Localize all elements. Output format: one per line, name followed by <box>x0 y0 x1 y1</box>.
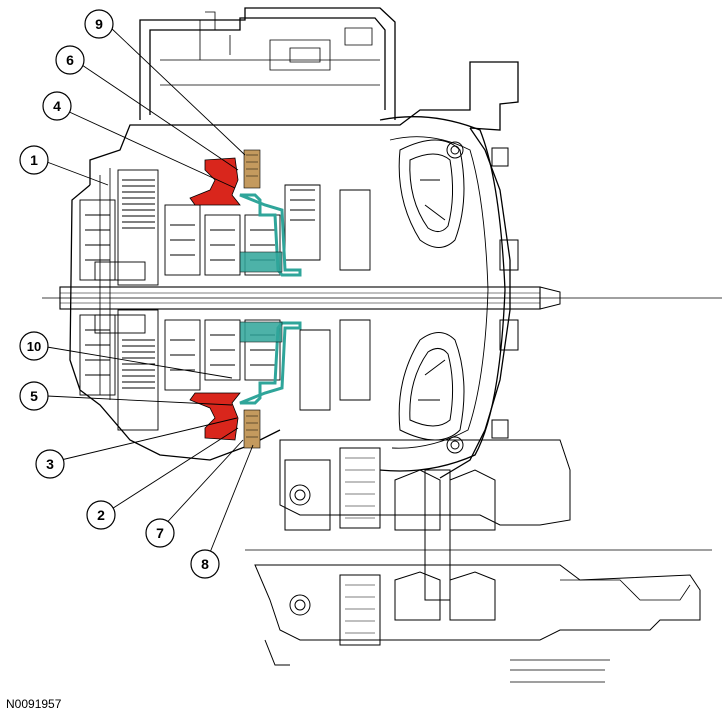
callout-3: 3 <box>35 449 65 479</box>
clutch-pack-left <box>79 169 159 431</box>
callout-2: 2 <box>86 500 116 530</box>
transmission-housing <box>69 7 519 479</box>
callout-4-label: 4 <box>53 98 61 114</box>
callout-2-label: 2 <box>97 507 105 523</box>
callout-6: 6 <box>55 45 85 75</box>
callout-4: 4 <box>42 91 72 121</box>
callout-10: 10 <box>19 331 49 361</box>
callout-3-label: 3 <box>46 456 54 472</box>
callout-6-label: 6 <box>66 52 74 68</box>
callout-9-label: 9 <box>95 16 103 32</box>
highlight-lower-clutch-plates <box>243 409 261 449</box>
callout-8-label: 8 <box>201 556 209 572</box>
final-drive-assembly <box>245 439 712 683</box>
main-shaft <box>42 286 722 310</box>
callout-10-label: 10 <box>27 339 41 354</box>
highlight-upper-piston <box>189 157 302 277</box>
callout-1: 1 <box>19 145 49 175</box>
callout-leader-lines <box>46 26 254 561</box>
planetary-gearsets <box>164 184 371 411</box>
highlight-upper-clutch-plates <box>243 149 261 189</box>
callout-7: 7 <box>145 518 175 548</box>
callout-5: 5 <box>19 381 49 411</box>
callout-5-label: 5 <box>30 388 38 404</box>
figure-id-label: N0091957 <box>6 697 62 711</box>
callout-8: 8 <box>190 549 220 579</box>
callout-1-label: 1 <box>30 152 38 168</box>
torque-converter <box>398 139 519 454</box>
callout-7-label: 7 <box>156 525 164 541</box>
callout-9: 9 <box>84 9 114 39</box>
